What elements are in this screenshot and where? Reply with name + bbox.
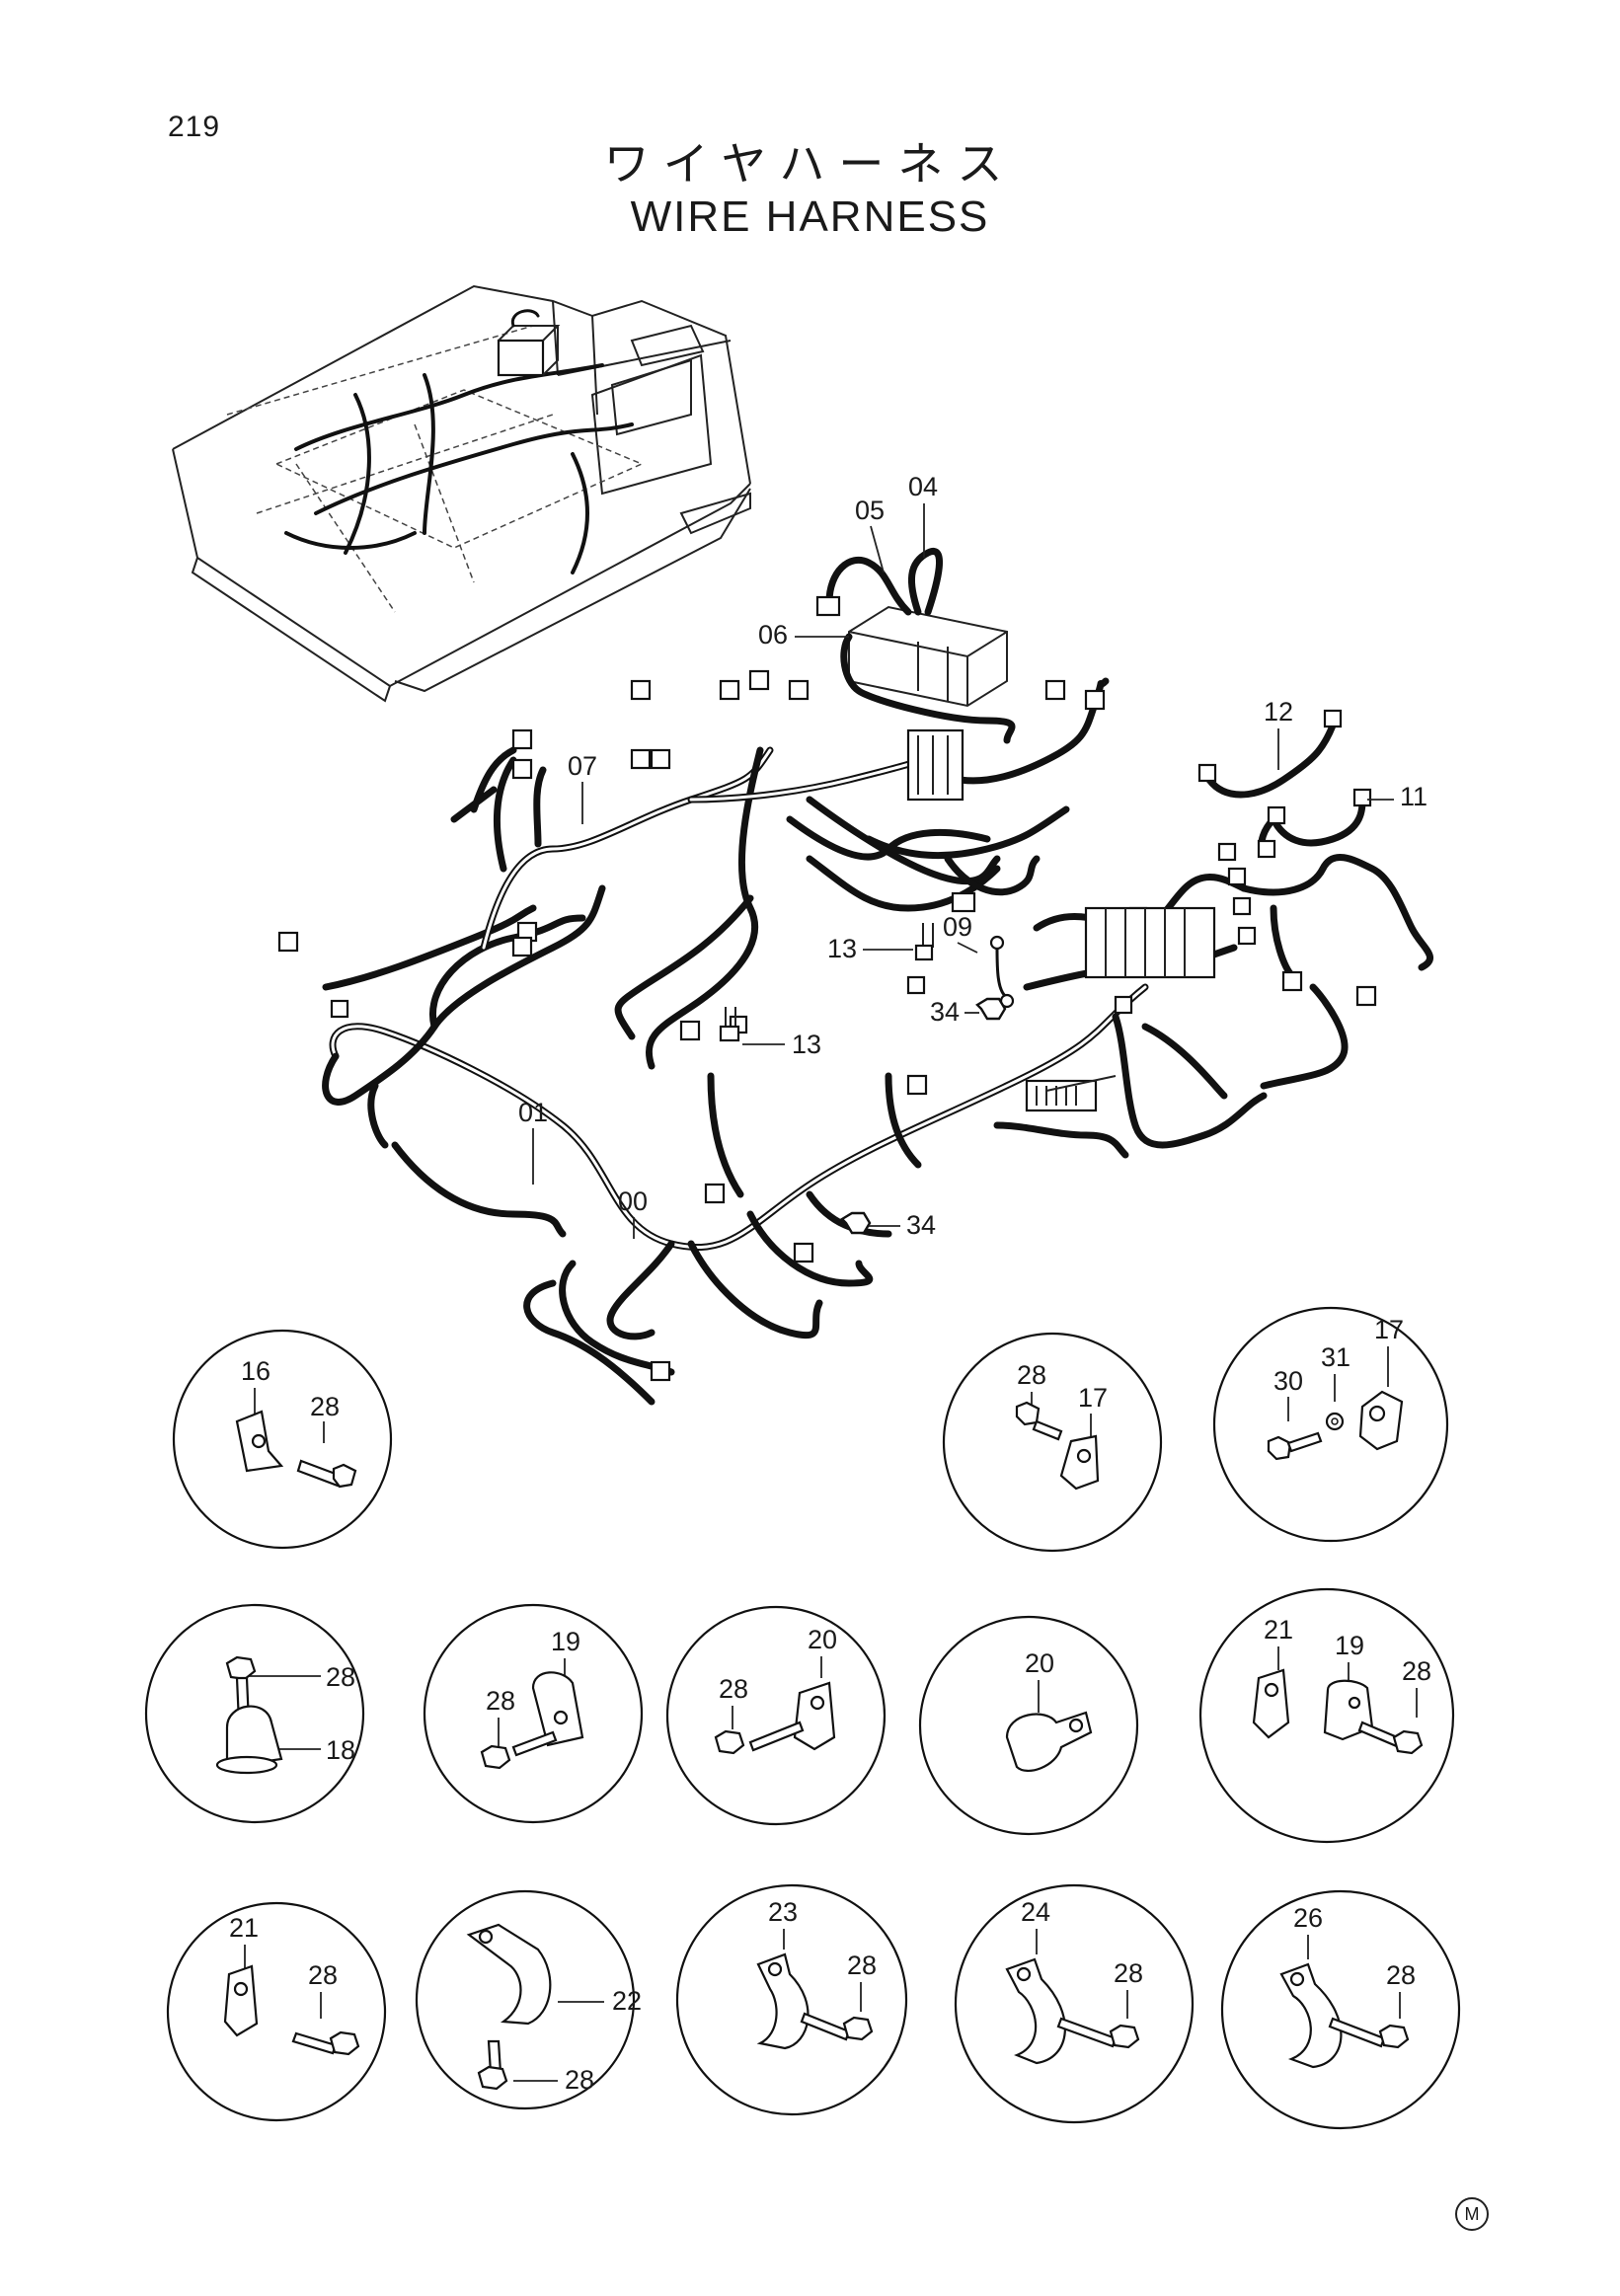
callout-09: 09 — [943, 912, 972, 942]
svg-text:28: 28 — [486, 1686, 515, 1716]
svg-text:31: 31 — [1321, 1342, 1350, 1372]
callout-07: 07 — [568, 751, 597, 781]
detail-circle-20-b: 20 — [918, 1615, 1139, 1836]
callout-34-lower: 34 — [906, 1210, 936, 1240]
svg-text:28: 28 — [1114, 1958, 1143, 1988]
detail-circle-23: 23 28 — [675, 1883, 908, 2116]
detail-circle-19-a: 19 28 — [423, 1603, 644, 1824]
svg-text:28: 28 — [565, 2065, 594, 2095]
callout-05: 05 — [855, 496, 885, 525]
machine-overview-illustration — [172, 284, 751, 703]
svg-text:19: 19 — [1335, 1631, 1364, 1660]
title-english: WIRE HARNESS — [630, 192, 990, 241]
detail-circle-20-a: 20 28 — [665, 1605, 887, 1826]
svg-text:16: 16 — [241, 1356, 270, 1386]
svg-text:23: 23 — [768, 1897, 798, 1927]
svg-text:20: 20 — [808, 1625, 837, 1654]
callout-34-upper: 34 — [930, 997, 960, 1027]
callout-11: 11 — [1400, 782, 1427, 811]
svg-text:28: 28 — [310, 1392, 340, 1421]
svg-text:20: 20 — [1025, 1648, 1054, 1678]
detail-circle-17-b: 30 31 17 — [1212, 1306, 1449, 1543]
svg-text:28: 28 — [326, 1662, 355, 1692]
callout-12: 12 — [1264, 697, 1293, 727]
main-harness-illustration — [277, 548, 1433, 1406]
detail-circle-24: 24 28 — [954, 1883, 1195, 2124]
detail-circle-17-a: 28 17 — [942, 1332, 1163, 1553]
svg-text:17: 17 — [1078, 1383, 1108, 1413]
svg-text:28: 28 — [847, 1951, 877, 1980]
callout-06: 06 — [758, 620, 788, 650]
svg-text:21: 21 — [1264, 1615, 1293, 1645]
detail-circle-21: 21 28 — [166, 1901, 387, 2122]
svg-text:22: 22 — [612, 1986, 642, 2016]
corner-mark-m: M — [1455, 2197, 1489, 2231]
svg-text:26: 26 — [1293, 1903, 1323, 1933]
detail-circle-18: 28 18 — [144, 1603, 365, 1824]
svg-text:18: 18 — [326, 1735, 355, 1765]
detail-circle-16: 16 28 — [172, 1329, 393, 1550]
callout-00: 00 — [618, 1186, 648, 1216]
detail-circle-26: 26 28 — [1220, 1889, 1461, 2130]
detail-circle-21-19: 21 19 28 — [1198, 1587, 1455, 1844]
callout-04: 04 — [908, 472, 938, 501]
svg-text:28: 28 — [1386, 1960, 1416, 1990]
svg-text:17: 17 — [1374, 1315, 1404, 1344]
svg-text:28: 28 — [308, 1960, 338, 1990]
title-japanese: ワイヤハーネス — [603, 137, 1017, 191]
svg-text:28: 28 — [1017, 1360, 1046, 1390]
svg-text:28: 28 — [1402, 1656, 1431, 1686]
svg-text:19: 19 — [551, 1627, 580, 1656]
svg-text:21: 21 — [229, 1913, 259, 1943]
callout-13-lower: 13 — [792, 1030, 821, 1059]
callout-13-upper: 13 — [827, 934, 857, 963]
main-callouts: 04 05 06 07 12 11 09 13 13 34 34 01 00 — [518, 472, 1427, 1240]
svg-text:24: 24 — [1021, 1897, 1050, 1927]
svg-text:28: 28 — [719, 1674, 748, 1704]
callout-01: 01 — [518, 1098, 548, 1127]
page-number: 219 — [168, 111, 221, 143]
svg-text:30: 30 — [1273, 1366, 1303, 1396]
detail-circle-22: 22 28 — [415, 1889, 642, 2110]
